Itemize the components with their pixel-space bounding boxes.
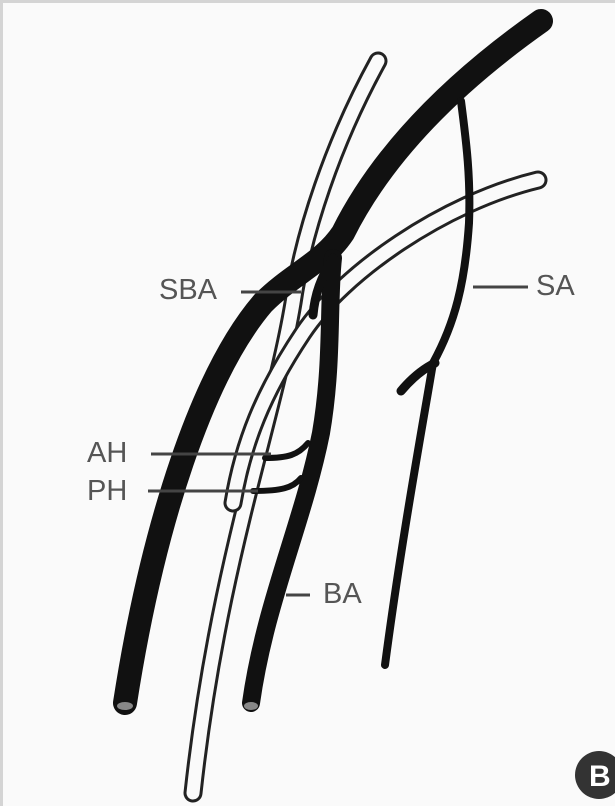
label-ba: BA [323,578,362,610]
basilar-end [244,702,258,710]
ah-branch [265,443,308,458]
panel-letter-badge: B [575,751,615,799]
vessel-diagram: SBA SA AH PH BA B [3,3,615,809]
hollow-vessel-left [193,61,378,793]
label-ah: AH [87,437,127,469]
label-ph: PH [87,475,127,507]
label-sa: SA [536,270,575,302]
panel-letter: B [589,760,611,793]
sa-branch [385,101,469,665]
label-sba: SBA [159,274,218,306]
main-vessel-end [117,702,133,710]
